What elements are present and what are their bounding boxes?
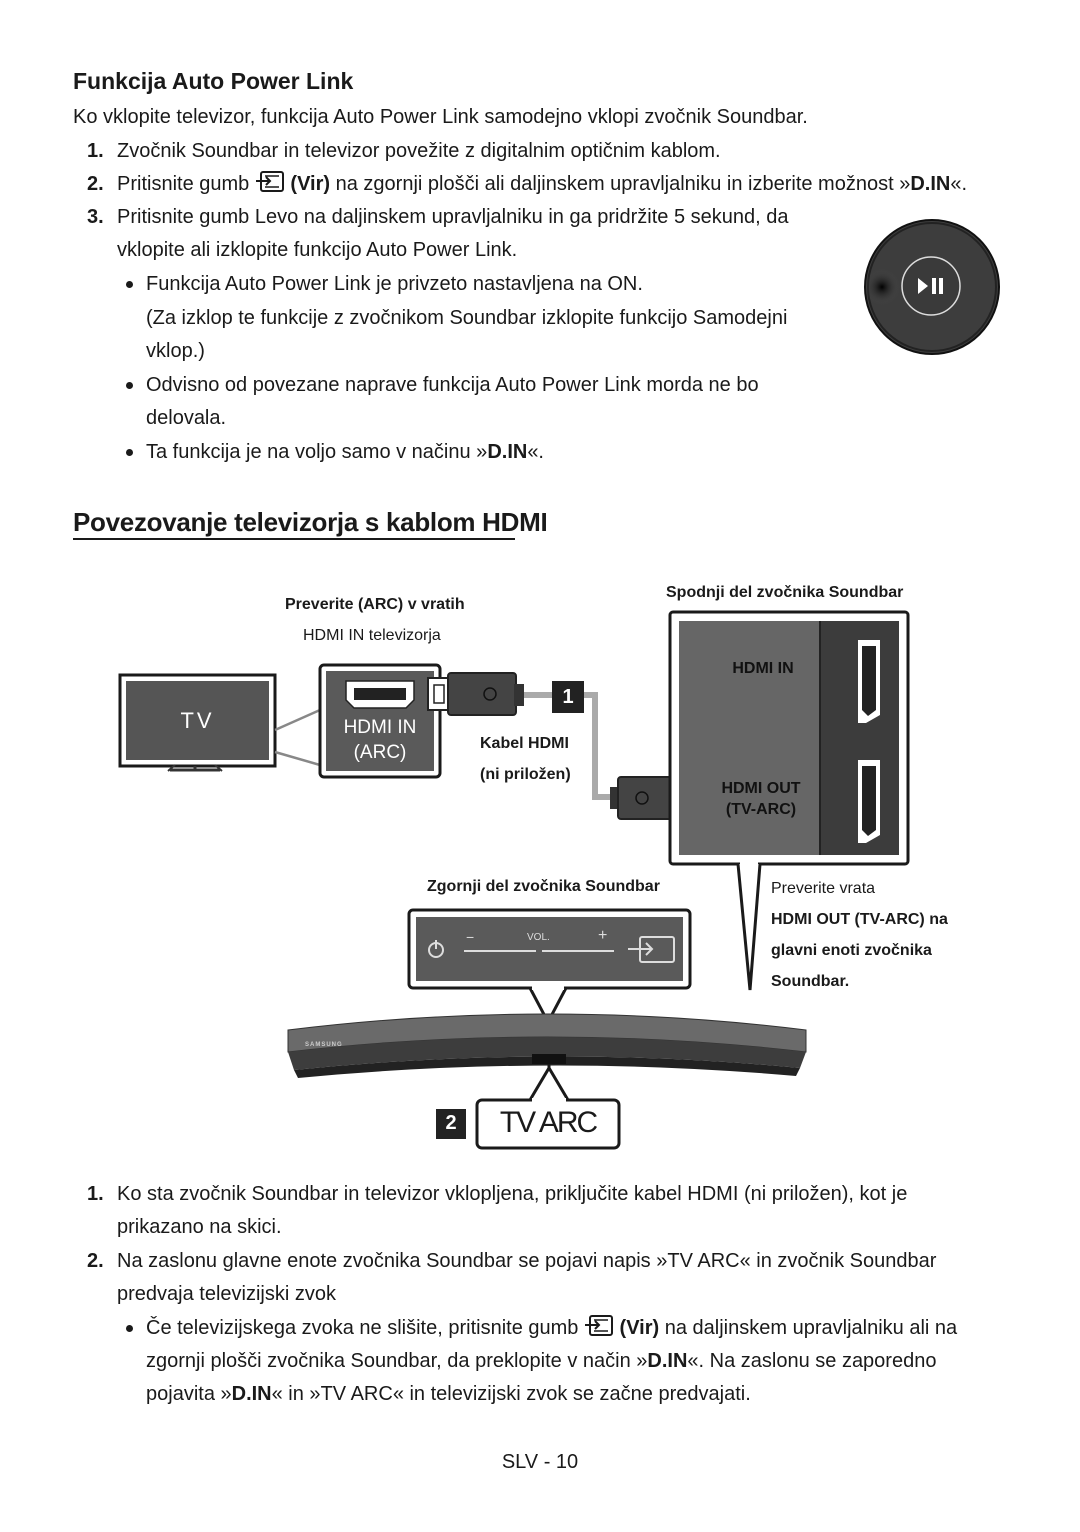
tv-arc-display-text: TV ARC — [499, 1106, 598, 1139]
step-text-part: na daljinskem upravljalniku in ga pridrž… — [303, 206, 789, 228]
step-number: 1. — [87, 1183, 104, 1205]
source-icon — [255, 171, 284, 192]
step-text-part: Na zaslonu glavne enote zvočnika Soundba… — [117, 1250, 668, 1272]
tv-arc-label: (ARC) — [353, 742, 407, 763]
section-heading-hdmi: Povezovanje televizorja s kablom HDMI — [73, 507, 548, 537]
curved-soundbar — [287, 1013, 807, 1092]
bullet-text-bold: (Vir) — [619, 1317, 660, 1339]
step-text-part: TV ARC — [667, 1250, 740, 1272]
tv-arc-display-callout — [436, 1065, 621, 1150]
step-2-marker-label: 2 — [445, 1112, 457, 1134]
tv-hdmi-arc-port — [318, 663, 442, 779]
remote-play-pause-button-illustration — [864, 219, 1000, 355]
bullet-text: delovala. — [146, 407, 227, 429]
intro-text: Ko vklopite televizor, funkcija Auto Pow… — [73, 106, 808, 128]
cable-label: Kabel HDMI — [480, 735, 569, 752]
bullet-text: zgornji plošči zvočnika Soundbar, da pre… — [146, 1345, 936, 1378]
step-text: Ko sta zvočnik Soundbar in televizor vkl… — [117, 1183, 908, 1205]
step-text-part: Pritisnite gumb — [117, 173, 250, 195]
step-number: 2. — [87, 1250, 104, 1272]
step-text: Zvočnik Soundbar in televizor povežite z… — [117, 140, 721, 162]
vol-minus: − — [466, 929, 475, 945]
bullet-dot — [126, 449, 133, 456]
step-number: 2. — [87, 173, 104, 195]
bullet-text-bold: D.IN — [647, 1350, 688, 1372]
soundbar-bottom-panel — [668, 610, 910, 866]
step-text-bold: D.IN — [910, 173, 951, 195]
section-heading-auto-power-link: Funkcija Auto Power Link — [73, 68, 354, 94]
bullet-text-part: «. Na zaslonu se zaporedno — [687, 1350, 937, 1372]
hdmi-connection-diagram: Preverite (ARC) v vratih HDMI IN televiz… — [0, 560, 1080, 1160]
check-out-label-4: Soundbar. — [771, 973, 850, 990]
bullet-text-part: « in televizijski zvok se začne predvaja… — [392, 1383, 751, 1405]
step-text-part: Pritisnite gumb — [117, 206, 250, 228]
port-tv-arc-label: (TV-ARC) — [725, 801, 797, 818]
bullet-text-bold: D.IN — [231, 1383, 272, 1405]
step-text-part: na zgornji plošči ali daljinskem upravlj… — [335, 173, 911, 195]
step-text: predvaja televizijski zvok — [117, 1283, 336, 1305]
bullet-text-bold: D.IN — [487, 441, 528, 463]
bullet-text: Ta funkcija je na voljo samo v načinu »D… — [146, 436, 544, 469]
power-icon — [428, 940, 444, 958]
bullet-text: Če televizijskega zvoka ne slišite, prit… — [146, 1312, 957, 1345]
check-out-label-1: Preverite vrata — [771, 880, 876, 897]
source-icon — [628, 936, 675, 963]
soundbar-bottom-label: Spodnji del zvočnika Soundbar — [666, 584, 904, 601]
bullet-text-part: Če televizijskega zvoka ne slišite, prit… — [146, 1317, 579, 1339]
step-text-bold: (Vir) — [290, 173, 331, 195]
check-arc-label-2: HDMI IN televizorja — [303, 627, 441, 644]
bullet-text: vklop.) — [146, 340, 205, 362]
play-pause-icon — [918, 278, 943, 294]
soundbar-top-label: Zgornji del zvočnika Soundbar — [427, 878, 660, 895]
soundbar-brand: SAMSUNG — [305, 1042, 343, 1048]
soundbar-top-panel — [407, 908, 692, 1026]
tv-illustration — [118, 673, 277, 772]
port-hdmi-out-label: HDMI OUT — [721, 780, 801, 797]
check-arc-label: Preverite (ARC) v vratih — [285, 596, 465, 613]
check-out-label-2: HDMI OUT (TV-ARC) na — [771, 911, 948, 928]
bottom-panel-callout — [736, 863, 762, 991]
step-text: vklopite ali izklopite funkcijo Auto Pow… — [117, 239, 518, 261]
step-text: Pritisnite gumb Levo na daljinskem uprav… — [117, 201, 789, 234]
bullet-dot — [126, 382, 133, 389]
bullet-text-part: «. — [527, 441, 544, 463]
tv-hdmi-in-label: HDMI IN — [343, 717, 417, 738]
step-text: Na zaslonu glavne enote zvočnika Soundba… — [117, 1245, 936, 1278]
heading-underline — [73, 538, 515, 540]
bullet-text-part: « in » — [271, 1383, 321, 1405]
step-1-marker — [552, 681, 584, 713]
step-number: 3. — [87, 206, 104, 228]
step-text-part: « in zvočnik Soundbar — [739, 1250, 937, 1272]
tv-label: TV — [180, 708, 215, 733]
diagram-graphics — [118, 610, 910, 1150]
cable-label-2: (ni priložen) — [480, 766, 571, 783]
port-hdmi-in-label: HDMI IN — [732, 660, 794, 677]
bullet-text-part: pojavita » — [146, 1383, 232, 1405]
callout-lines — [274, 708, 321, 767]
vol-label: VOL. — [527, 932, 550, 943]
bullet-text-part: Ta funkcija je na voljo samo v načinu » — [146, 441, 488, 463]
vol-plus: + — [598, 927, 608, 944]
step-number: 1. — [87, 140, 104, 162]
step-text: Pritisnite gumb (Vir) na zgornji plošči … — [117, 168, 967, 201]
bullet-text: (Za izklop te funkcije z zvočnikom Sound… — [146, 307, 788, 329]
check-out-label-3: glavni enoti zvočnika — [771, 942, 932, 959]
bullet-dot — [126, 281, 133, 288]
step-text: prikazano na skici. — [117, 1216, 282, 1238]
bullet-text: pojavita »D.IN« in »TV ARC« in televizij… — [146, 1378, 751, 1411]
source-icon — [584, 1315, 613, 1336]
bullet-dot — [126, 1325, 133, 1332]
step-text-part: Levo — [254, 206, 299, 228]
bullet-text-part: na daljinskem upravljalniku ali na — [664, 1317, 958, 1339]
page-number: SLV - 10 — [501, 1451, 579, 1473]
bullet-text: Odvisno od povezane naprave funkcija Aut… — [146, 374, 759, 396]
bullet-text-part: zgornji plošči zvočnika Soundbar, da pre… — [146, 1350, 648, 1372]
bullet-text: Funkcija Auto Power Link je privzeto nas… — [146, 273, 643, 295]
step-text-part: «. — [950, 173, 968, 195]
bullet-text-part: TV ARC — [320, 1383, 393, 1405]
step-1-marker-label: 1 — [562, 686, 574, 708]
